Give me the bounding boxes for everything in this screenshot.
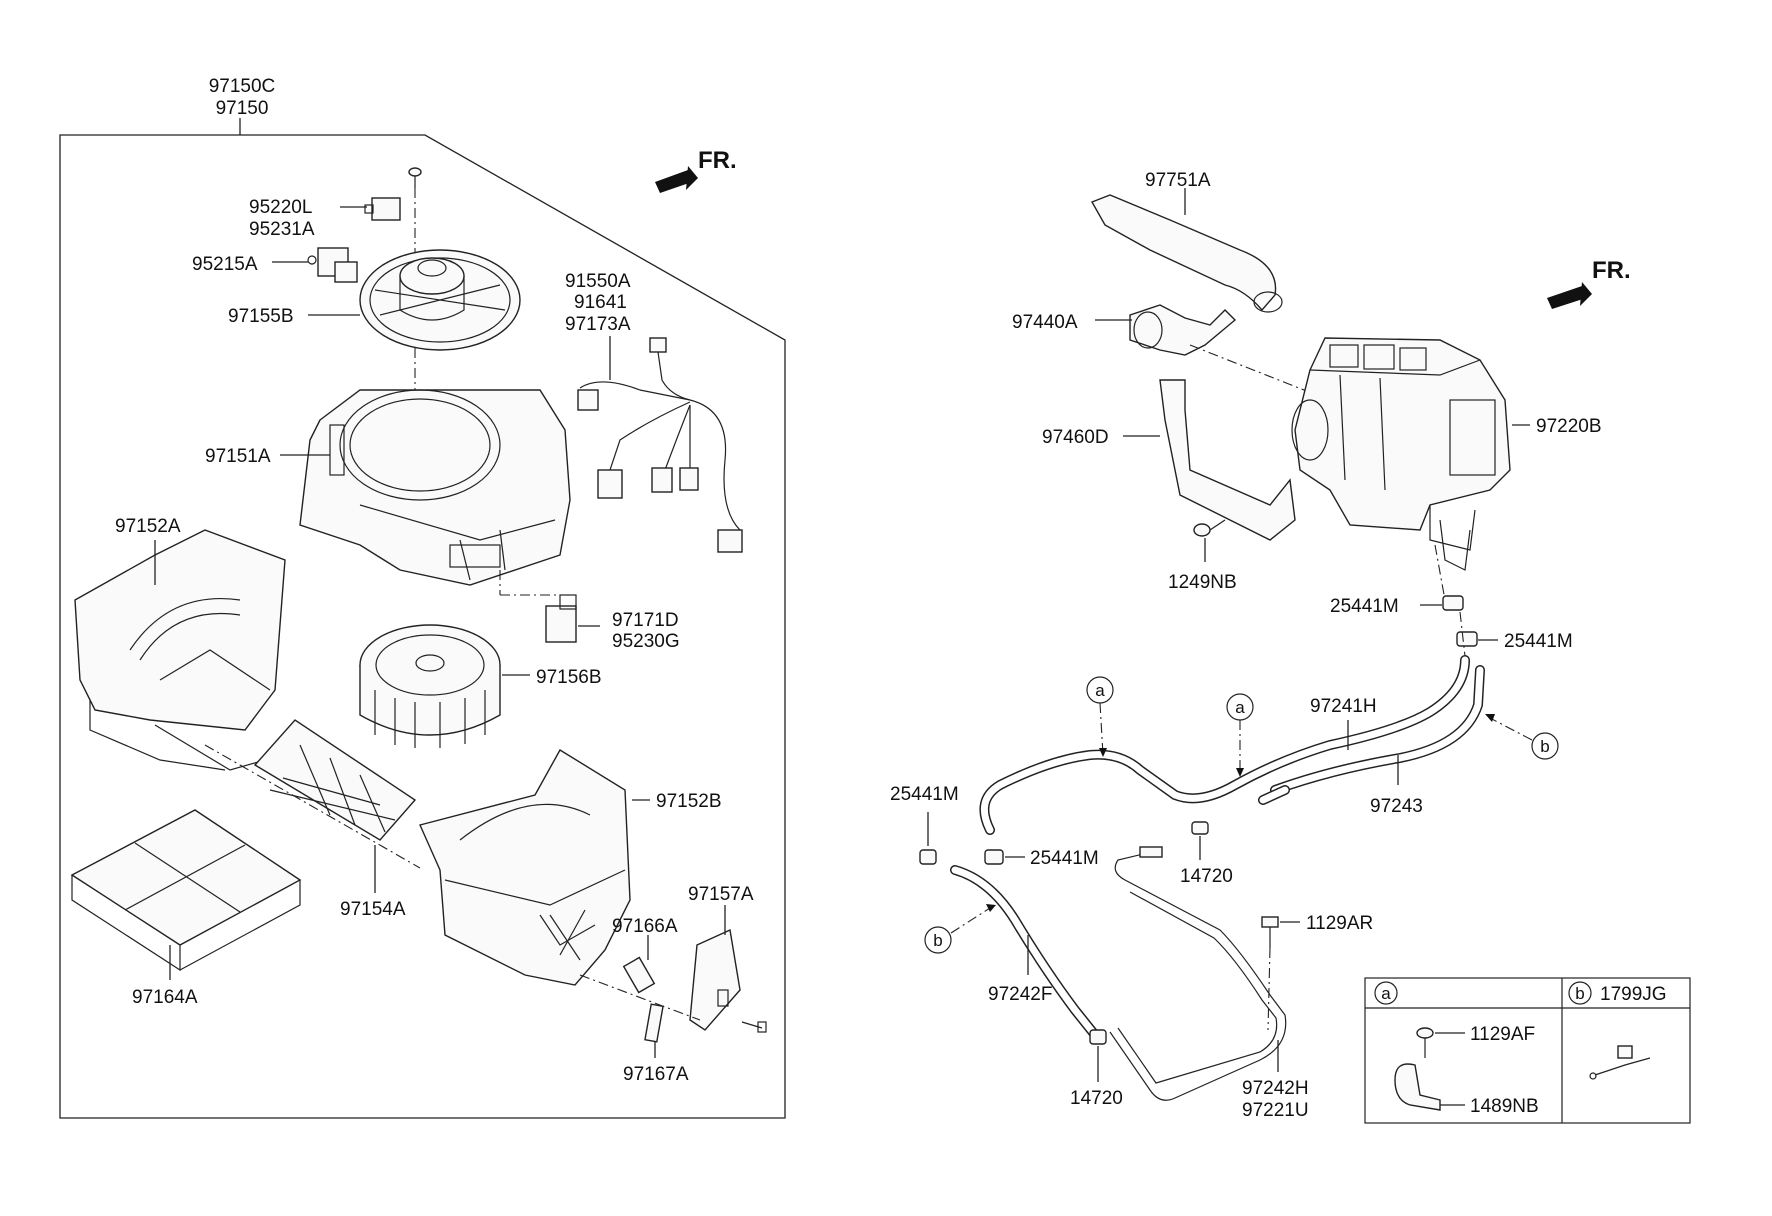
part-1249NB: 1249NB [1168,572,1237,593]
part-97152A: 97152A [115,516,181,537]
module-97171D-icon [545,594,577,643]
part-1129AR: 1129AR [1306,913,1373,934]
legend-part-1489NB: 1489NB [1470,1096,1539,1117]
part-97171D: 97171D [612,610,679,631]
hose-stub-left-icon [1258,785,1290,805]
heater-hose-97243-icon [1270,665,1485,795]
legend-key-a: a [1381,984,1391,1003]
duct-97751A-icon [1090,194,1283,313]
left-group-frame [59,118,786,1119]
part-25441M-middle: 25441M [1030,848,1099,869]
part-95230G: 95230G [612,631,680,652]
hose-clamp-upper-icon [1442,595,1464,611]
callout-b-label-2: b [933,931,942,950]
part-97242F: 97242F [988,984,1052,1005]
heater-hose-97242F-icon [950,865,1100,1040]
legend-part-1129AF: 1129AF [1470,1024,1535,1045]
part-97243: 97243 [1370,796,1423,817]
part-91641: 91641 [574,292,627,313]
part-95220L: 95220L [249,197,312,218]
screw-top-icon [408,167,422,188]
resistor-95220L-icon [364,197,401,221]
front-direction-label-left: FR. [698,147,737,174]
part-97751A: 97751A [1145,170,1211,191]
legend-part-1799JG: 1799JG [1600,984,1667,1005]
part-14720-upper: 14720 [1180,866,1233,887]
legend-bolt-1129AF-icon [1416,1027,1434,1058]
blower-housing-97151A-icon [299,389,571,586]
hose-clamp-middle-icon [984,849,1004,865]
part-95231A: 95231A [249,219,315,240]
blower-motor-97155B-icon [359,249,521,351]
relay-95215A-icon [307,247,358,283]
part-14720-lower: 14720 [1070,1088,1123,1109]
part-97440A: 97440A [1012,312,1078,333]
legend-table [1364,977,1691,1124]
part-97154A: 97154A [340,899,406,920]
heater-unit-97220B-icon [1291,337,1511,571]
hose-clamp-14720-upper-icon [1191,821,1209,835]
part-97156B: 97156B [536,667,602,688]
group-header-line-2: 97150 [216,98,269,119]
part-25441M-upper: 25441M [1330,596,1399,617]
clip-1249NB-icon [1193,519,1226,537]
actuator-97157A-icon [689,928,741,1031]
part-97167A: 97167A [623,1064,689,1085]
heater-pipe-97242H-icon [1109,849,1287,1101]
front-arrow-right-icon [1547,282,1592,309]
part-97241H: 97241H [1310,696,1377,717]
legend-key-b-circle [1568,981,1592,1005]
part-97460D: 97460D [1042,427,1109,448]
callout-a-label-2: a [1235,698,1245,717]
part-97221U: 97221U [1242,1100,1309,1121]
part-97164A: 97164A [132,987,198,1008]
bolt-1129AR-icon [1261,916,1279,948]
duct-97440A-icon [1129,304,1237,356]
duct-97460D-icon [1159,379,1296,541]
front-direction-label-right: FR. [1592,257,1631,284]
part-97166A: 97166A [612,916,678,937]
callout-b-1 [1485,714,1559,760]
filter-element-97154A-icon [253,719,417,841]
hose-clamp-left-icon [919,849,937,865]
hose-clamp-14720-lower-icon [1089,1029,1107,1045]
cabin-filter-97164A-icon [70,809,302,972]
intake-case-97152A-icon [74,529,286,771]
sensor-97167A-icon [644,1003,664,1043]
hose-clamp-lower-icon [1456,631,1478,647]
part-97157A: 97157A [688,884,754,905]
callout-a-1 [1086,676,1114,757]
screw-actuator-icon [741,1021,767,1033]
part-97151A: 97151A [205,446,271,467]
callout-b-2 [924,904,996,954]
sensor-97166A-icon [622,956,656,994]
part-95215A: 95215A [192,254,258,275]
blower-fan-97156B-icon [359,624,501,748]
group-header-line-1: 97150C [209,76,276,97]
legend-tie-1799JG-icon [1589,1045,1651,1080]
pipe-end-upper-icon [1139,846,1163,858]
heater-hose-97241H-icon [979,655,1470,835]
legend-key-a-circle [1374,981,1398,1005]
part-97242H: 97242H [1242,1078,1309,1099]
part-25441M-right: 25441M [1504,631,1573,652]
legend-clip-1489NB-icon [1394,1063,1441,1111]
front-arrow-left-icon [655,166,698,193]
part-97220B: 97220B [1536,416,1602,437]
callout-a-2 [1226,693,1254,777]
callout-b-label-1: b [1540,737,1549,756]
part-97155B: 97155B [228,306,294,327]
part-91550A: 91550A [565,271,631,292]
legend-key-b: b [1575,984,1584,1003]
part-97173A: 97173A [565,314,631,335]
lower-case-97152B-icon [419,749,631,986]
callout-a-label-1: a [1095,681,1105,700]
wiring-harness-icon [577,337,743,553]
part-25441M-left: 25441M [890,784,959,805]
part-97152B: 97152B [656,791,722,812]
